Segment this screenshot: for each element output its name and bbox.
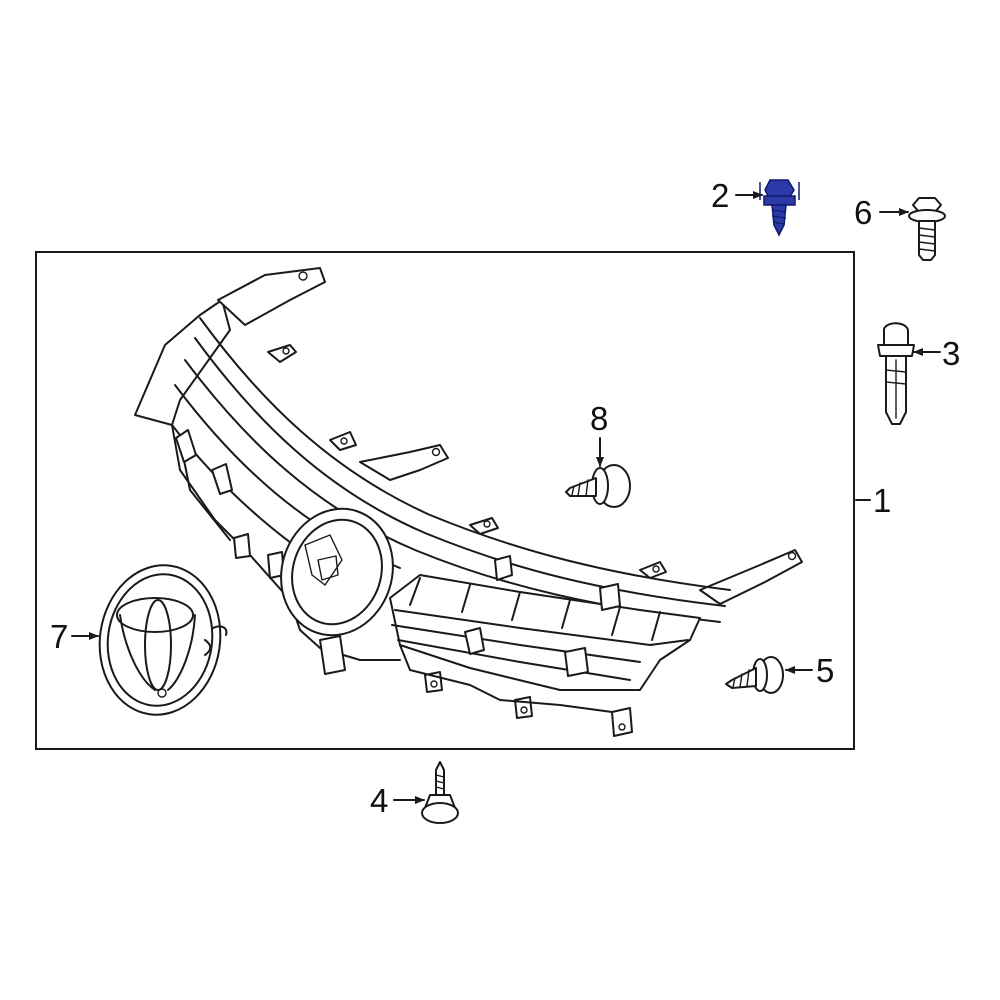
assembly-frame bbox=[35, 251, 855, 750]
callout-3: 3 bbox=[942, 335, 960, 372]
screw-part-5[interactable] bbox=[725, 656, 784, 694]
callout-8: 8 bbox=[590, 400, 608, 437]
callout-7: 7 bbox=[50, 618, 68, 655]
screw-part-4[interactable] bbox=[421, 761, 459, 824]
callout-2: 2 bbox=[711, 177, 729, 214]
callout-5: 5 bbox=[816, 652, 834, 689]
callout-1: 1 bbox=[873, 482, 891, 519]
clip-part-3[interactable] bbox=[877, 322, 915, 425]
grille-assembly[interactable] bbox=[134, 267, 803, 737]
emblem[interactable] bbox=[90, 557, 230, 722]
callout-6: 6 bbox=[854, 194, 872, 231]
screw-part-2[interactable] bbox=[759, 179, 800, 237]
bolt-part-6[interactable] bbox=[908, 197, 946, 261]
screw-part-8[interactable] bbox=[565, 464, 631, 508]
callout-4: 4 bbox=[370, 782, 388, 819]
